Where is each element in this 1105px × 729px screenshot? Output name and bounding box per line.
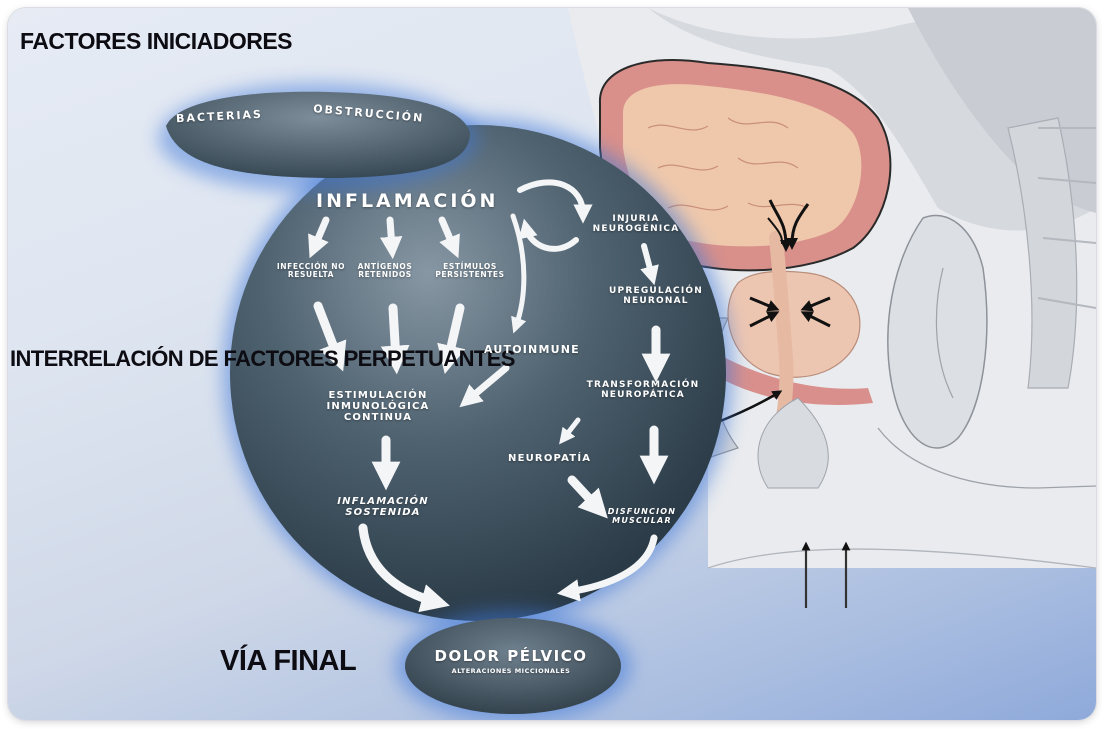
initiators-cap xyxy=(158,83,478,193)
final-path-ellipse xyxy=(395,610,631,720)
retained-antigens-node: ANTÍGENOS RETENIDOS xyxy=(354,263,416,280)
immune-stimulation-node: ESTIMULACIÓN INMUNOLÓGICA CONTINUA xyxy=(308,390,448,424)
muscle-dysfunction-node: DISFUNCIÓN MUSCULAR xyxy=(606,508,678,526)
perpetuating-factors-heading: INTERRELACIÓN DE FACTORES PERPETUANTES xyxy=(10,346,236,372)
autoimmune-node: AUTOINMUNE xyxy=(484,344,580,356)
initiating-factors-heading: FACTORES INICIADORES xyxy=(20,28,200,55)
pelvic-pain-node: DOLOR PÉLVICO xyxy=(421,648,601,665)
unresolved-infection-node: INFECCIÓN NO RESUELTA xyxy=(266,263,356,280)
sustained-inflammation-node: INFLAMACIÓN SOSTENIDA xyxy=(318,496,448,518)
final-path-heading: VÍA FINAL xyxy=(220,644,356,678)
neuropathy-node: NEUROPATÍA xyxy=(508,453,591,464)
voiding-alterations-node: ALTERACIONES MICCIONALES xyxy=(421,668,601,675)
inflammation-node: INFLAMACIÓN xyxy=(316,191,498,212)
diagram-frame: FACTORES INICIADORES INTERRELACIÓN DE FA… xyxy=(8,8,1096,720)
neural-upregulation-node: UPREGULACIÓN NEURONAL xyxy=(606,286,706,306)
neurogenic-injury-node: INJURIA NEUROGÉNICA xyxy=(586,214,686,234)
persistent-stimuli-node: ESTÍMULOS PERSISTENTES xyxy=(428,263,512,280)
neuropathic-transformation-node: TRANSFORMACIÓN NEUROPÁTICA xyxy=(578,380,708,400)
